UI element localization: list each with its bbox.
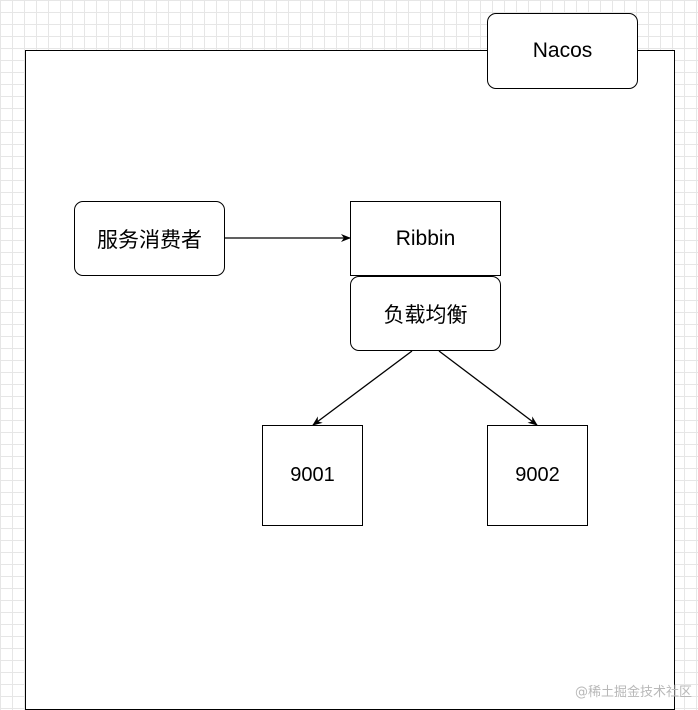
nacos-label-box[interactable]: Nacos [487, 13, 638, 89]
ribbin-label: Ribbin [395, 226, 456, 250]
ribbin-node[interactable]: Ribbin [350, 201, 501, 276]
service-consumer-label: 服务消费者 [97, 228, 202, 252]
nacos-container [25, 50, 675, 710]
service-consumer-node[interactable]: 服务消费者 [74, 201, 225, 276]
watermark: @稀土掘金技术社区 [574, 685, 692, 700]
server-9002-label: 9002 [515, 464, 560, 486]
load-balance-label: 负载均衡 [383, 303, 468, 327]
load-balance-node[interactable]: 负载均衡 [350, 276, 501, 351]
server-9001-label: 9001 [290, 464, 335, 486]
server-9001-node[interactable]: 9001 [262, 425, 363, 526]
nacos-label: Nacos [532, 39, 593, 62]
server-9002-node[interactable]: 9002 [487, 425, 588, 526]
